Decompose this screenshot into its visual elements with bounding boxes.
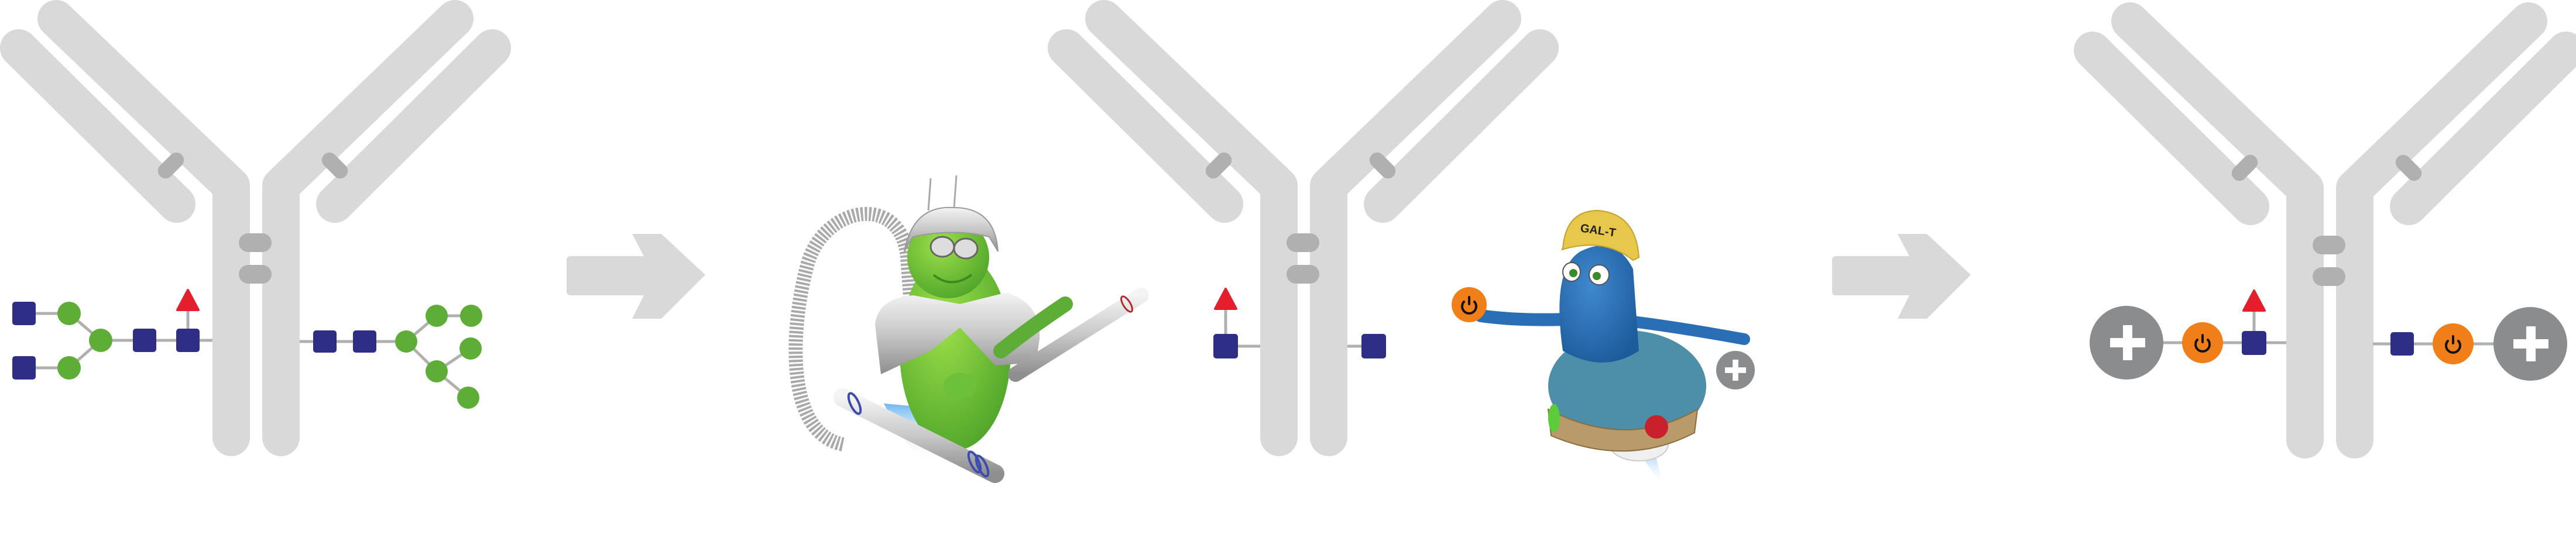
process-arrow-2 bbox=[1832, 234, 1971, 319]
hexose-circles bbox=[57, 302, 112, 380]
power-icon-held bbox=[1452, 287, 1487, 322]
fucose-triangle bbox=[1214, 288, 1237, 310]
vacuum-hose bbox=[788, 206, 918, 451]
glcnac-square-left bbox=[1213, 334, 1238, 358]
payload-plus-icon-left bbox=[2090, 306, 2163, 380]
space-helmet bbox=[904, 206, 999, 252]
creature-arm-right bbox=[1627, 316, 1750, 345]
hard-hat bbox=[1561, 209, 1640, 261]
process-arrow-1 bbox=[567, 234, 705, 319]
glycan-right bbox=[300, 305, 482, 409]
blaster-tube bbox=[1008, 288, 1149, 382]
fucose-triangle bbox=[176, 289, 200, 311]
linker-power-icon-left bbox=[2182, 322, 2223, 363]
green-robot-character bbox=[788, 175, 1149, 483]
antibody-3 bbox=[2093, 21, 2566, 440]
tool-belt bbox=[1547, 408, 1699, 452]
plus-icon-held bbox=[1716, 351, 1755, 389]
glcnac-square-right bbox=[2390, 332, 2414, 356]
panel-glycosylated-antibody bbox=[12, 19, 492, 437]
antibody-2 bbox=[1066, 19, 1540, 437]
panel-functionalized-antibody bbox=[2090, 21, 2567, 440]
fucose-triangle bbox=[2242, 289, 2266, 312]
glcnac-square-left bbox=[2242, 331, 2266, 355]
panel-trimmed-antibody bbox=[1066, 19, 1540, 437]
payload-plus-icon-right bbox=[2493, 307, 2567, 381]
glcnac-squares bbox=[12, 302, 200, 380]
linker-power-icon-right bbox=[2433, 323, 2474, 364]
blue-creature-character: GAL-T bbox=[1452, 209, 1755, 485]
antibody-1 bbox=[19, 19, 492, 437]
glcnac-square-right bbox=[1361, 334, 1386, 358]
glycan-left bbox=[12, 289, 212, 380]
